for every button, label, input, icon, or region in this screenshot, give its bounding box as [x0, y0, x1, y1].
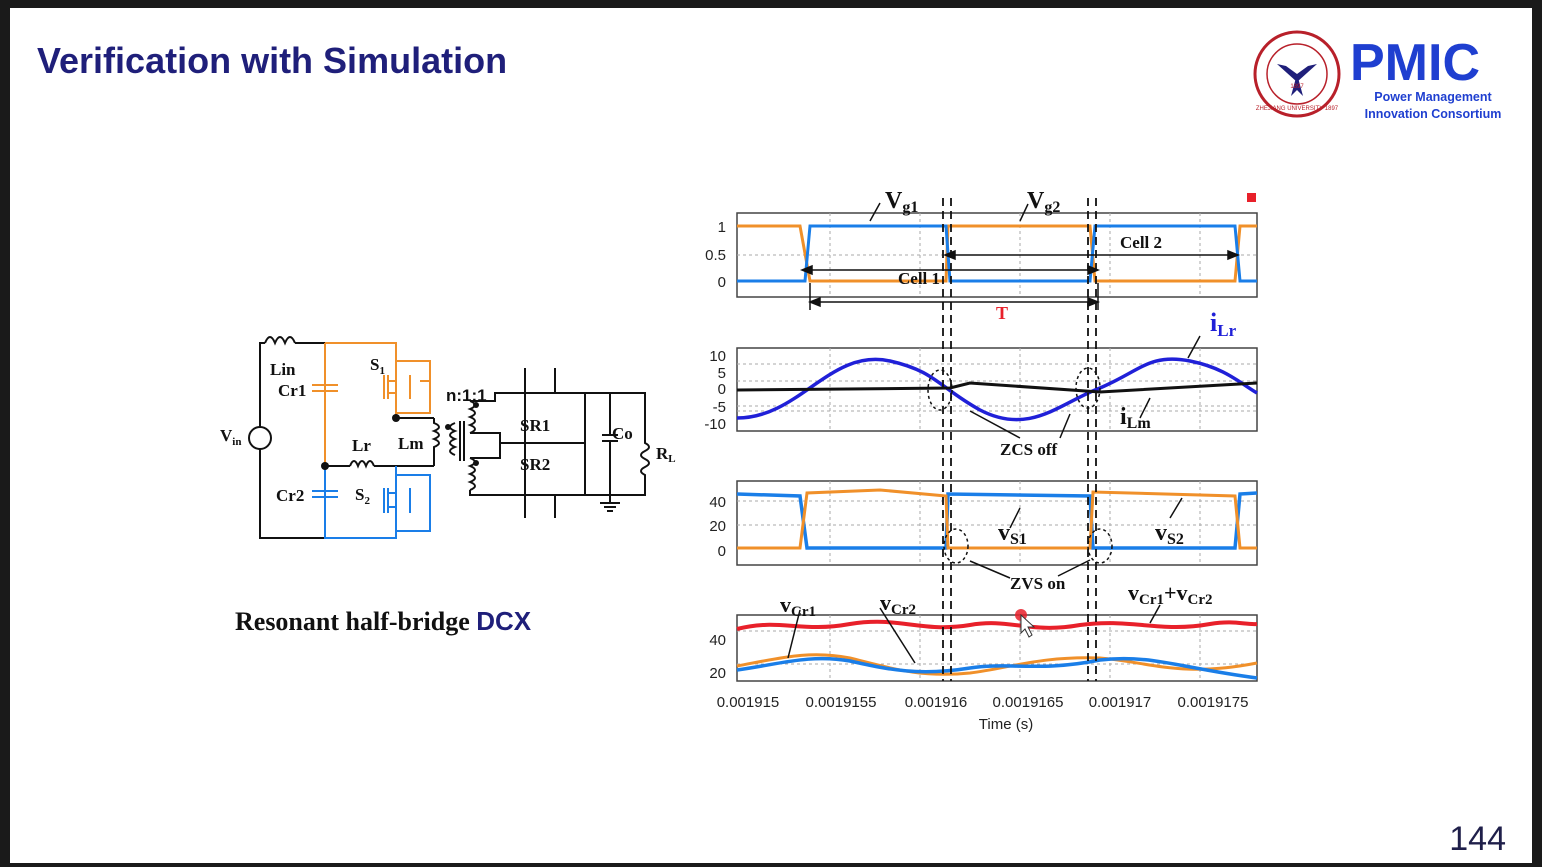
label-vs1: vS1 — [998, 520, 1027, 548]
annotation-zvs: ZVS on — [1010, 574, 1066, 593]
svg-text:0: 0 — [718, 274, 726, 291]
svg-text:1: 1 — [718, 219, 726, 236]
voltage-source-icon — [248, 426, 272, 450]
annotation-zcs: ZCS off — [1000, 440, 1057, 459]
label-rl: R — [656, 444, 669, 463]
label-sr1: SR1 — [520, 416, 550, 435]
label-s1: S — [370, 355, 379, 374]
svg-text:20: 20 — [709, 665, 726, 682]
svg-text:10: 10 — [709, 348, 726, 365]
label-vin: V — [220, 426, 233, 445]
label-vs2: vS2 — [1155, 520, 1184, 548]
svg-text:0: 0 — [718, 381, 726, 398]
university-seal-icon: 1897 ZHEJIANG UNIVERSITY 1897 — [1253, 30, 1341, 118]
vcr2-waveform — [736, 653, 1258, 676]
simulation-waveforms: 1 0.5 0 10 5 0 -5 -10 40 20 0 40 20 0.00… — [704, 188, 1258, 733]
label-vg1: Vg1 — [885, 188, 918, 216]
panel-switch-voltage-frame — [736, 480, 1258, 566]
label-cell1: Cell 1 — [898, 269, 940, 288]
label-co: Co — [612, 424, 633, 443]
label-cr1: Cr1 — [278, 381, 306, 400]
label-cell2: Cell 2 — [1120, 233, 1162, 252]
label-s2: S — [355, 485, 364, 504]
svg-text:40: 40 — [709, 632, 726, 649]
x-axis-label: Time (s) — [979, 716, 1033, 733]
svg-text:20: 20 — [709, 518, 726, 535]
svg-text:40: 40 — [709, 494, 726, 511]
panel-cap-voltage-frame — [736, 614, 1258, 682]
vcr-sum-waveform — [736, 619, 1258, 631]
svg-text:0: 0 — [718, 543, 726, 560]
label-sr2: SR2 — [520, 455, 550, 474]
ilm-waveform — [736, 381, 1258, 394]
brand-name: PMIC — [1350, 34, 1480, 92]
svg-text:S1: S1 — [370, 355, 385, 377]
label-ilr: iLr — [1210, 308, 1237, 340]
x-tick: 0.0019175 — [1178, 694, 1249, 711]
svg-text:-5: -5 — [713, 399, 726, 416]
circuit-caption: Resonant half-bridge DCX — [235, 606, 532, 636]
vg1-waveform — [737, 224, 1257, 283]
label-vcr2: vCr2 — [880, 590, 916, 618]
label-turns-ratio: n:1:1 — [446, 386, 487, 405]
label-vg2: Vg2 — [1027, 188, 1060, 216]
svg-text:S2: S2 — [355, 485, 370, 507]
brand-tagline-1: Power Management — [1374, 90, 1492, 104]
label-lr: Lr — [352, 436, 371, 455]
svg-text:RL: RL — [656, 444, 676, 465]
pmic-logo: 1897 ZHEJIANG UNIVERSITY 1897 PMIC Power… — [1253, 30, 1502, 121]
marker-square — [1247, 193, 1256, 202]
vs2-waveform — [737, 488, 1257, 550]
x-tick: 0.001915 — [717, 694, 780, 711]
svg-text:5: 5 — [718, 365, 726, 382]
x-tick: 0.0019165 — [993, 694, 1064, 711]
label-lm: Lm — [398, 434, 424, 453]
label-vcr1: vCr1 — [780, 592, 816, 620]
svg-text:-10: -10 — [704, 416, 726, 433]
x-tick: 0.001917 — [1089, 694, 1152, 711]
svg-text:0.5: 0.5 — [705, 247, 726, 264]
x-tick: 0.0019155 — [806, 694, 877, 711]
x-tick: 0.001916 — [905, 694, 968, 711]
page-number: 144 — [1449, 820, 1506, 858]
label-ilm: iLm — [1120, 404, 1151, 432]
vcr1-waveform — [736, 656, 1258, 680]
circuit-schematic: Lin Cr1 Cr2 Vin Lr Lm S1 S2 SR1 SR2 Co R… — [220, 336, 676, 539]
label-vcr-sum: vCr1+vCr2 — [1128, 580, 1213, 608]
label-cr2: Cr2 — [276, 486, 304, 505]
ilr-waveform — [736, 357, 1258, 422]
label-period: T — [996, 303, 1008, 323]
slide: Verification with Simulation 1897 ZHEJIA… — [10, 8, 1532, 863]
label-lin: Lin — [270, 360, 296, 379]
page-title: Verification with Simulation — [37, 40, 508, 81]
seal-lettering: ZHEJIANG UNIVERSITY 1897 — [1256, 106, 1339, 112]
svg-text:1897: 1897 — [1290, 84, 1304, 90]
vg2-waveform — [737, 224, 1257, 283]
svg-text:Vin: Vin — [220, 426, 241, 448]
mouse-cursor-icon — [1015, 609, 1036, 638]
brand-tagline-2: Innovation Consortium — [1365, 107, 1502, 121]
